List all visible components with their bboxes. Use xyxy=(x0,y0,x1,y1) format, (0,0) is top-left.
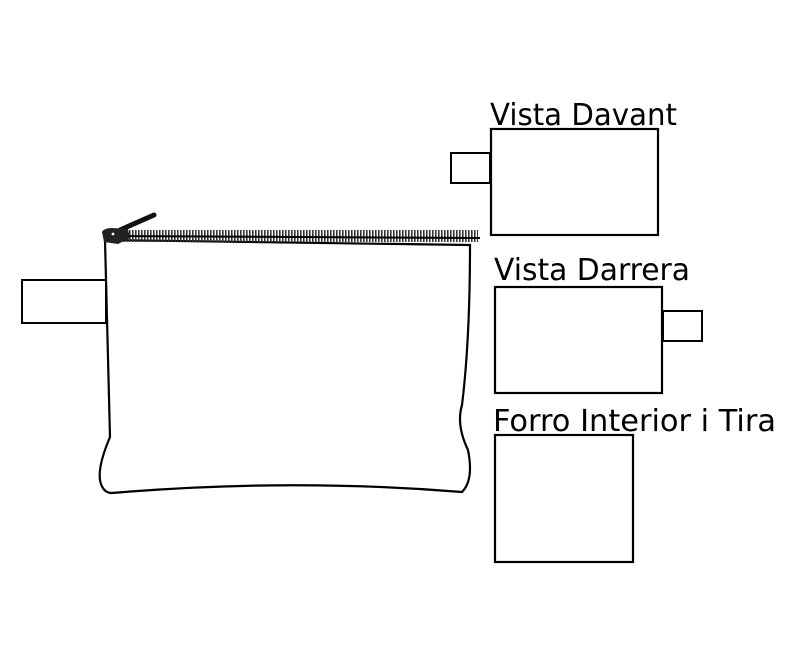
zipper-pull xyxy=(117,212,157,233)
pouch-body xyxy=(98,238,472,495)
lining-panel xyxy=(493,433,635,564)
lining-view: Forro Interior i Tira xyxy=(493,404,776,564)
side-tab xyxy=(21,279,107,324)
front-view-panel xyxy=(489,127,660,237)
back-view-label: Vista Darrera xyxy=(494,253,690,288)
zipper-slider xyxy=(102,228,130,244)
back-view-tab xyxy=(662,310,703,342)
front-view-tab xyxy=(450,152,491,184)
lining-label: Forro Interior i Tira xyxy=(493,404,776,439)
back-view: Vista Darrera xyxy=(493,253,703,395)
zipper xyxy=(102,212,481,244)
pouch-main-view xyxy=(21,212,481,495)
front-view-label: Vista Davant xyxy=(490,98,677,133)
back-view-panel xyxy=(493,285,664,395)
front-view: Vista Davant xyxy=(450,98,677,237)
